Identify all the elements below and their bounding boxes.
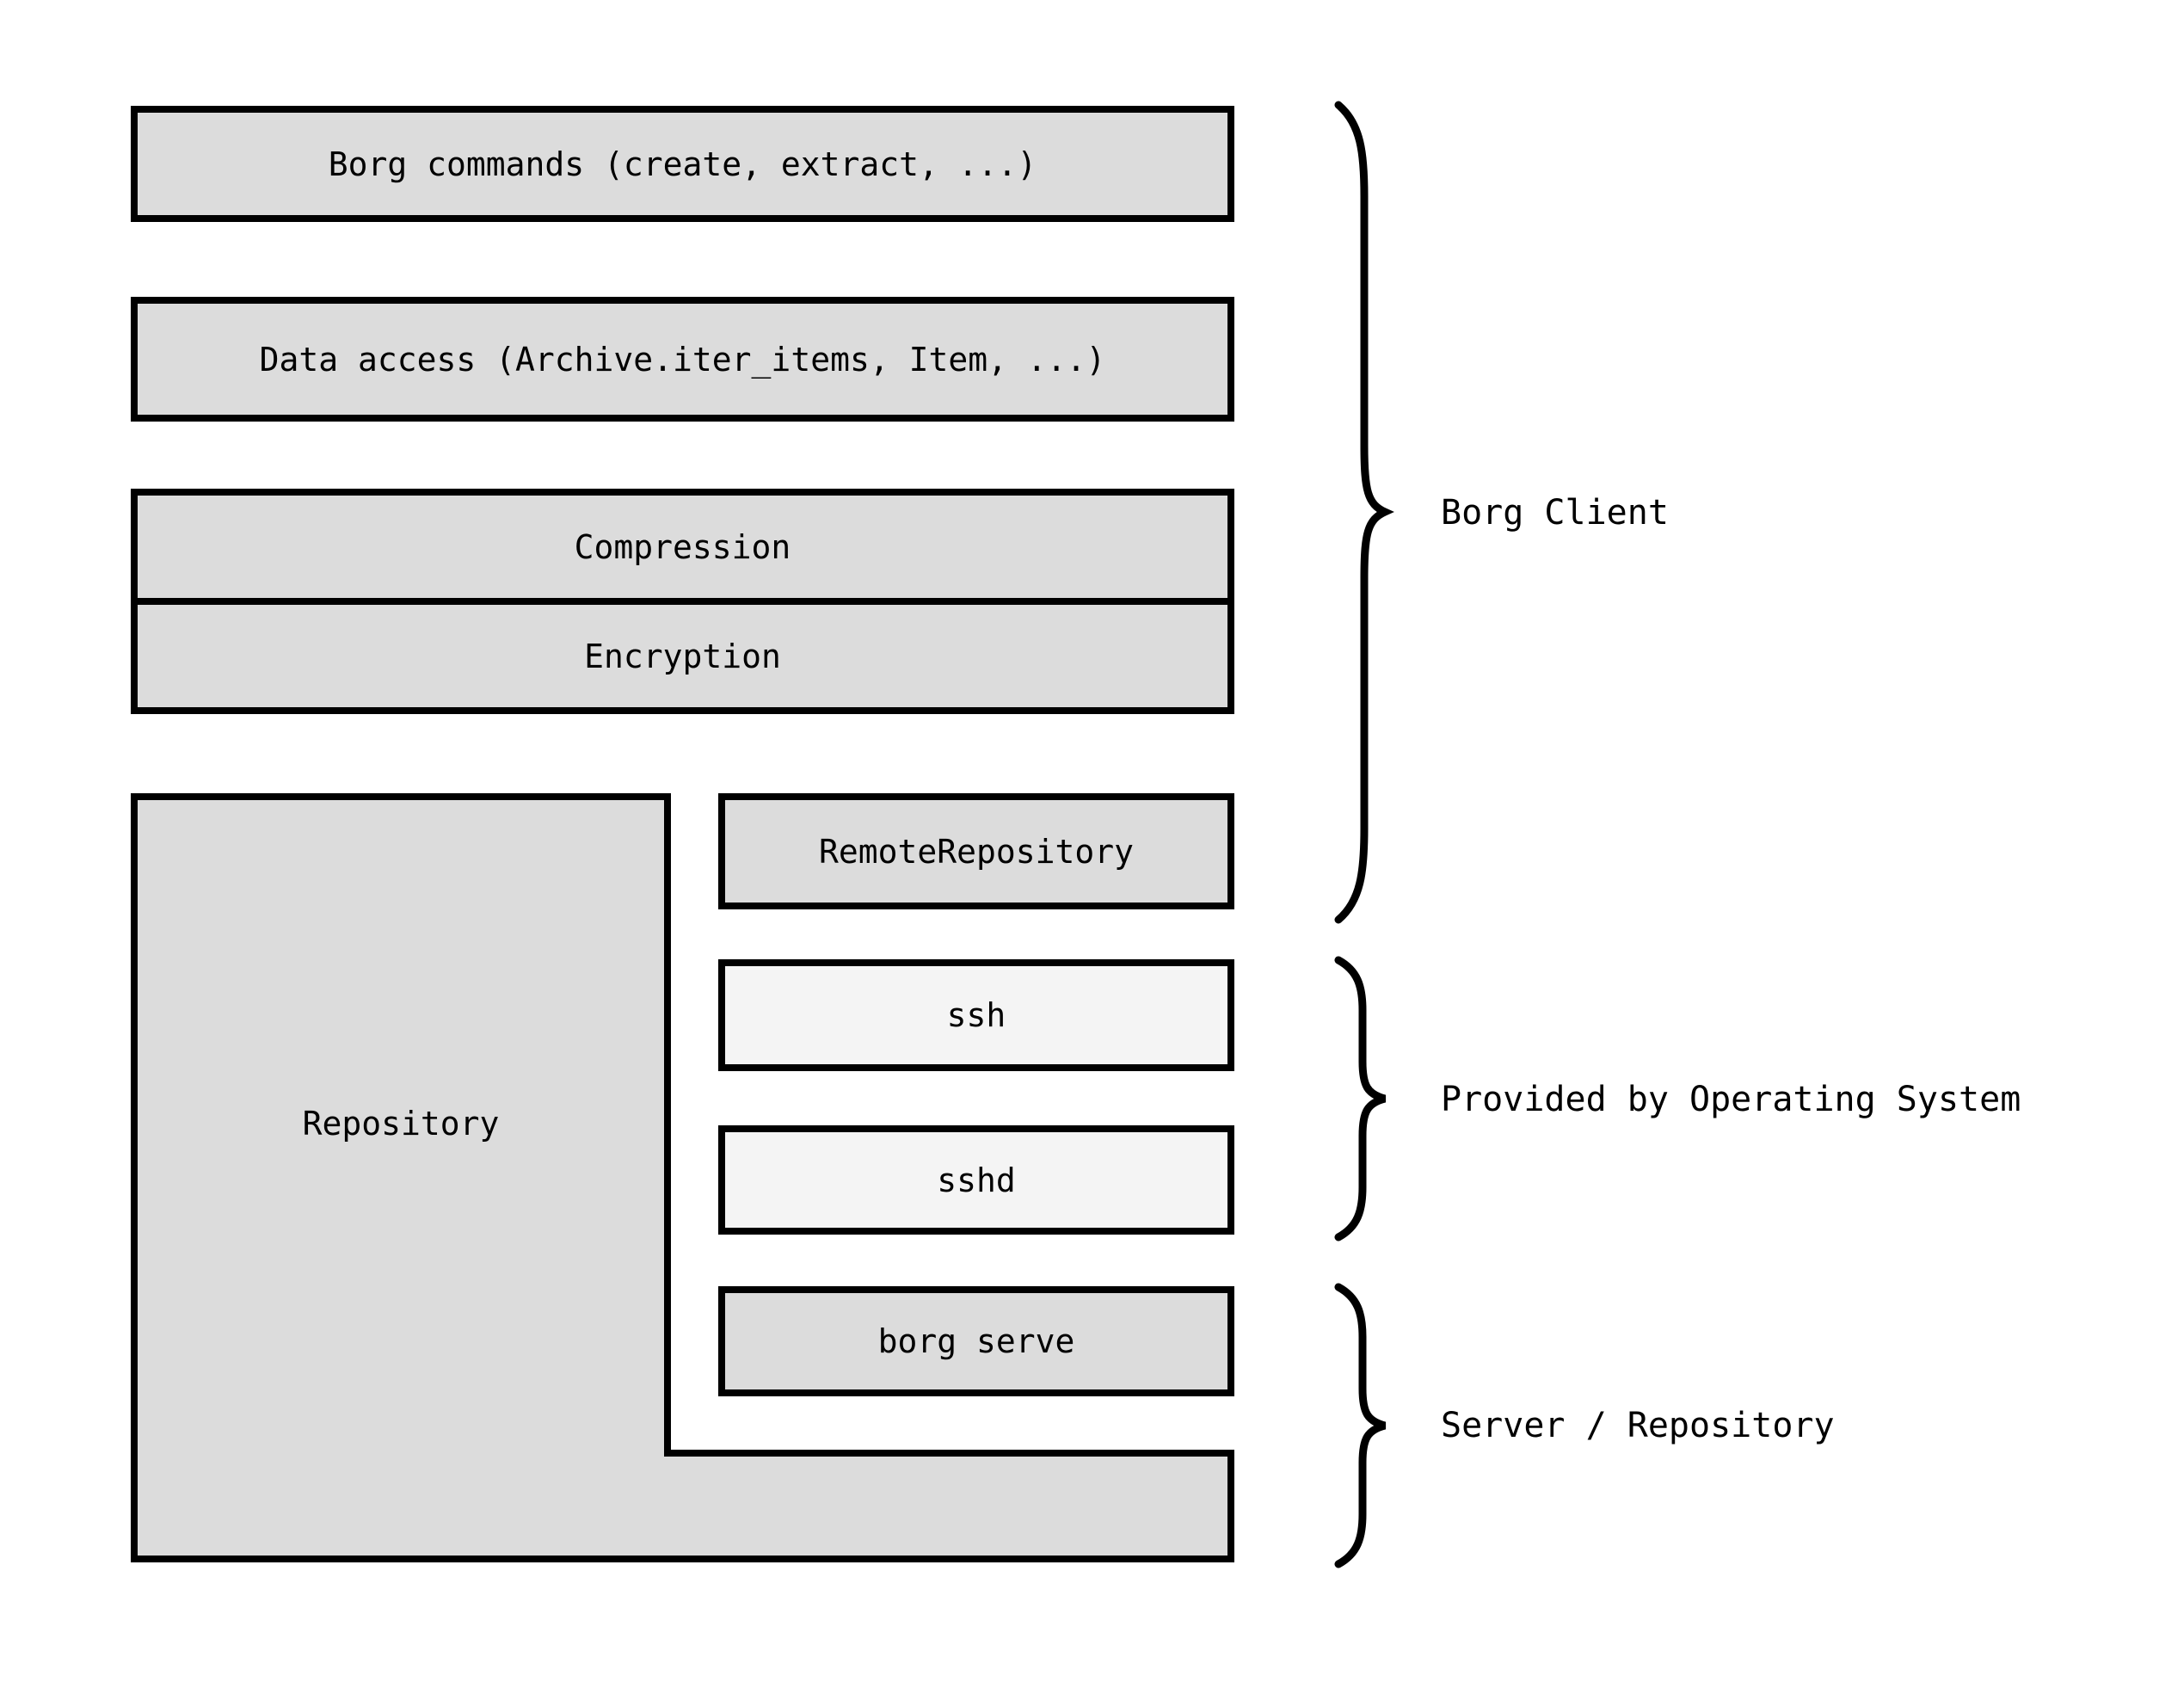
box-borg-serve-label: borg serve bbox=[877, 1322, 1075, 1360]
box-remote-repository-label: RemoteRepository bbox=[818, 832, 1135, 871]
curly-brace-icon bbox=[1334, 1283, 1387, 1568]
group-label-provided-by-os: Provided by Operating System bbox=[1441, 1080, 2021, 1119]
brace-borg-client bbox=[1332, 101, 1394, 924]
box-encryption-label: Encryption bbox=[584, 637, 781, 675]
box-compression-encryption-stack: Compression Encryption bbox=[131, 489, 1234, 714]
box-encryption[interactable]: Encryption bbox=[138, 598, 1227, 707]
box-borg-serve[interactable]: borg serve bbox=[718, 1286, 1234, 1396]
curly-brace-icon bbox=[1334, 101, 1394, 924]
group-label-borg-client: Borg Client bbox=[1441, 493, 1669, 533]
box-remote-repository[interactable]: RemoteRepository bbox=[718, 793, 1234, 909]
box-data-access-label: Data access (Archive.iter_items, Item, .… bbox=[259, 340, 1106, 379]
box-ssh[interactable]: ssh bbox=[718, 959, 1234, 1071]
box-compression[interactable]: Compression bbox=[138, 496, 1227, 598]
box-compression-label: Compression bbox=[574, 527, 791, 566]
group-label-server-repository: Server / Repository bbox=[1441, 1406, 1835, 1445]
box-borg-commands-label: Borg commands (create, extract, ...) bbox=[328, 145, 1037, 183]
brace-provided-by-os bbox=[1332, 956, 1392, 1241]
box-repository-label: Repository bbox=[302, 1104, 500, 1143]
curly-brace-icon bbox=[1334, 956, 1387, 1241]
box-repository[interactable]: Repository bbox=[131, 793, 1234, 1562]
box-data-access[interactable]: Data access (Archive.iter_items, Item, .… bbox=[131, 297, 1234, 422]
repository-shape bbox=[131, 793, 1234, 1562]
box-sshd-label: sshd bbox=[937, 1161, 1016, 1199]
brace-server-repository bbox=[1332, 1283, 1392, 1568]
box-ssh-label: ssh bbox=[946, 996, 1006, 1034]
box-borg-commands[interactable]: Borg commands (create, extract, ...) bbox=[131, 106, 1234, 222]
box-sshd[interactable]: sshd bbox=[718, 1125, 1234, 1235]
